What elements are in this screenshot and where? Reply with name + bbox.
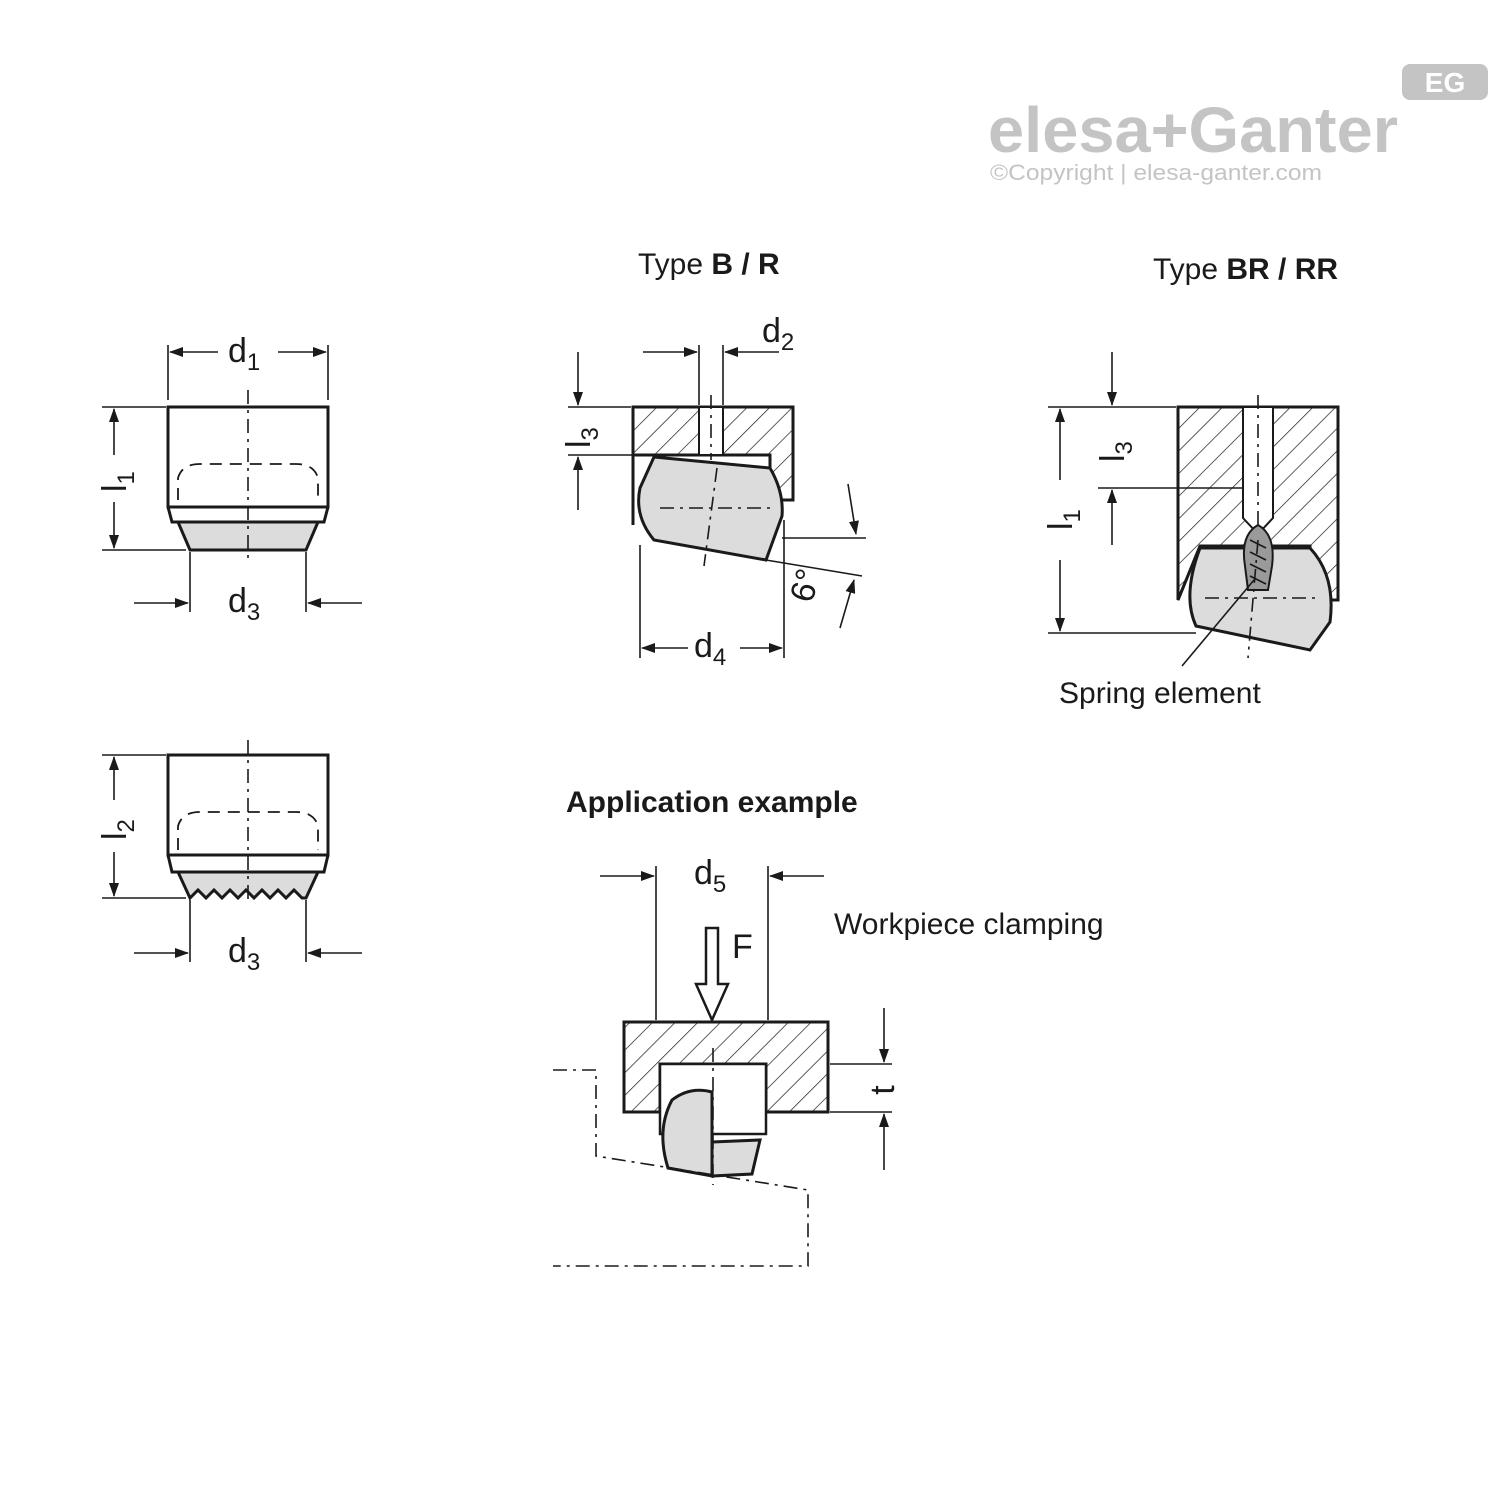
dim-d4: d4 bbox=[694, 627, 726, 671]
brand-block: EG elesa+Ganter ©Copyright | elesa-gante… bbox=[988, 64, 1488, 185]
dim-d5: d5 bbox=[694, 854, 726, 898]
dim-l1-type-br: l1 bbox=[1042, 509, 1086, 530]
dim-l1-smooth: l1 bbox=[96, 471, 140, 492]
caption-type-br-rr: Type BR / RR bbox=[1153, 253, 1338, 286]
dim-l3-type-b: l3 bbox=[560, 427, 604, 448]
dim-d3-serrated: d3 bbox=[228, 932, 260, 976]
force-label: F bbox=[732, 928, 753, 966]
view-type-br-rr: l1 l3 bbox=[1042, 352, 1340, 667]
caption-type-b-r: Type B / R bbox=[638, 248, 780, 281]
view-application-example: F d5 t bbox=[553, 854, 902, 1267]
dim-d2: d2 bbox=[762, 312, 794, 356]
dim-t: t bbox=[864, 1085, 902, 1095]
dim-l3-type-br: l3 bbox=[1094, 441, 1138, 462]
view-smooth-pad: d1 l1 d3 bbox=[96, 332, 362, 626]
view-type-b-r: d2 l3 d4 6° bbox=[560, 312, 866, 671]
dim-angle: 6° bbox=[783, 565, 828, 606]
dim-l2: l2 bbox=[96, 819, 140, 840]
brand-copyright: ©Copyright | elesa-ganter.com bbox=[990, 160, 1322, 185]
dim-d1: d1 bbox=[228, 332, 260, 376]
dim-d3-smooth: d3 bbox=[228, 582, 260, 626]
caption-application-example: Application example bbox=[566, 786, 858, 819]
eg-badge-text: EG bbox=[1425, 67, 1465, 98]
eg-badge bbox=[1402, 64, 1488, 100]
caption-spring-element: Spring element bbox=[1059, 677, 1261, 710]
brand-logo-text: elesa+Ganter bbox=[988, 94, 1398, 166]
view-serrated-pad: l2 d3 bbox=[96, 740, 362, 976]
caption-workpiece-clamping: Workpiece clamping bbox=[834, 908, 1104, 941]
